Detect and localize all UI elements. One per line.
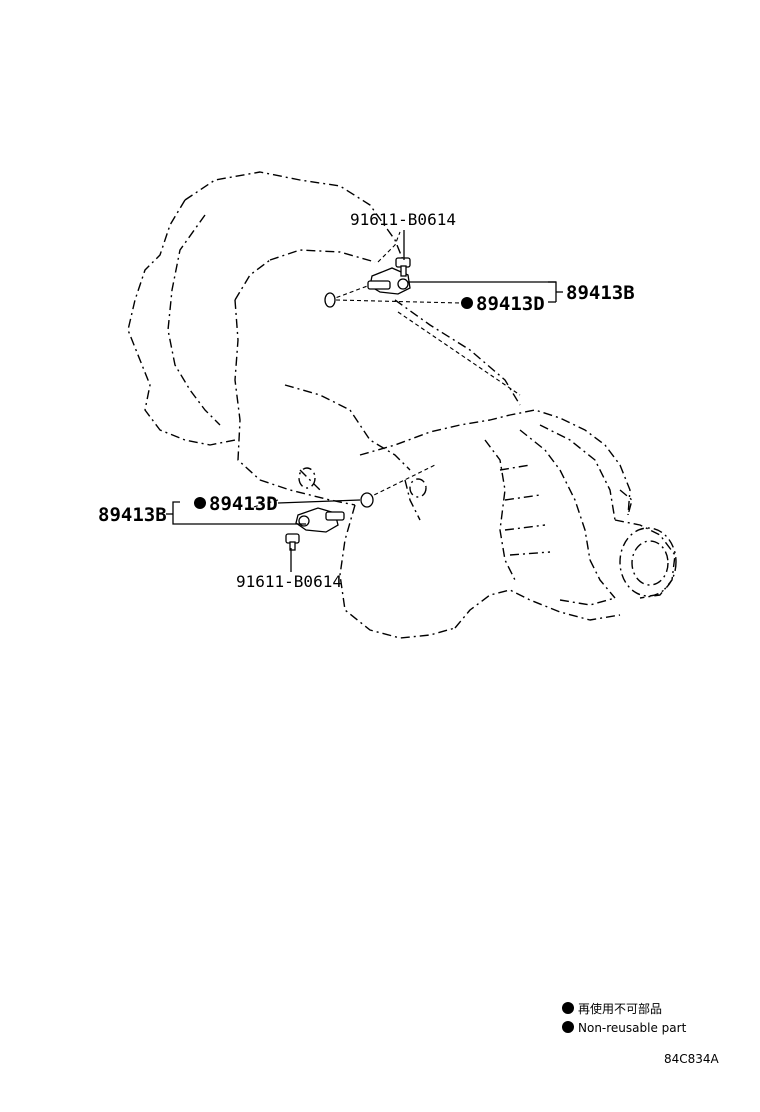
callout-bolt-top: 91611-B0614	[350, 210, 456, 229]
bolt-bottom-icon[interactable]	[285, 533, 300, 551]
transmission-housing-outline	[127, 171, 677, 639]
non-reusable-marker-left-icon	[194, 497, 206, 509]
non-reusable-marker-top-icon	[461, 297, 473, 309]
leader-seal-left	[277, 499, 361, 504]
o-ring-bottom-icon[interactable]	[360, 492, 374, 508]
bracket-left	[166, 501, 306, 525]
callout-bolt-bottom: 91611-B0614	[236, 572, 342, 591]
bracket-top	[335, 281, 563, 304]
callout-sensor-top: 89413B	[566, 282, 635, 304]
callout-sensor-left: 89413B	[98, 504, 167, 526]
figure-code: 84C834A	[664, 1052, 720, 1066]
speed-sensor-top[interactable]	[367, 267, 411, 295]
legend-line-en: Non-reusable part	[578, 1021, 687, 1035]
bolt-top-icon[interactable]	[395, 257, 411, 277]
callout-seal-top: 89413D	[476, 293, 545, 315]
legend-line-ja: 再使用不可部品	[578, 1001, 662, 1016]
leader-lines	[249, 231, 521, 509]
legend-marker-icon	[562, 1021, 574, 1033]
o-ring-top-icon[interactable]	[324, 292, 336, 308]
callout-seal-left: 89413D	[209, 493, 278, 515]
speed-sensor-bottom[interactable]	[295, 507, 345, 533]
legend-marker-icon	[562, 1002, 574, 1014]
